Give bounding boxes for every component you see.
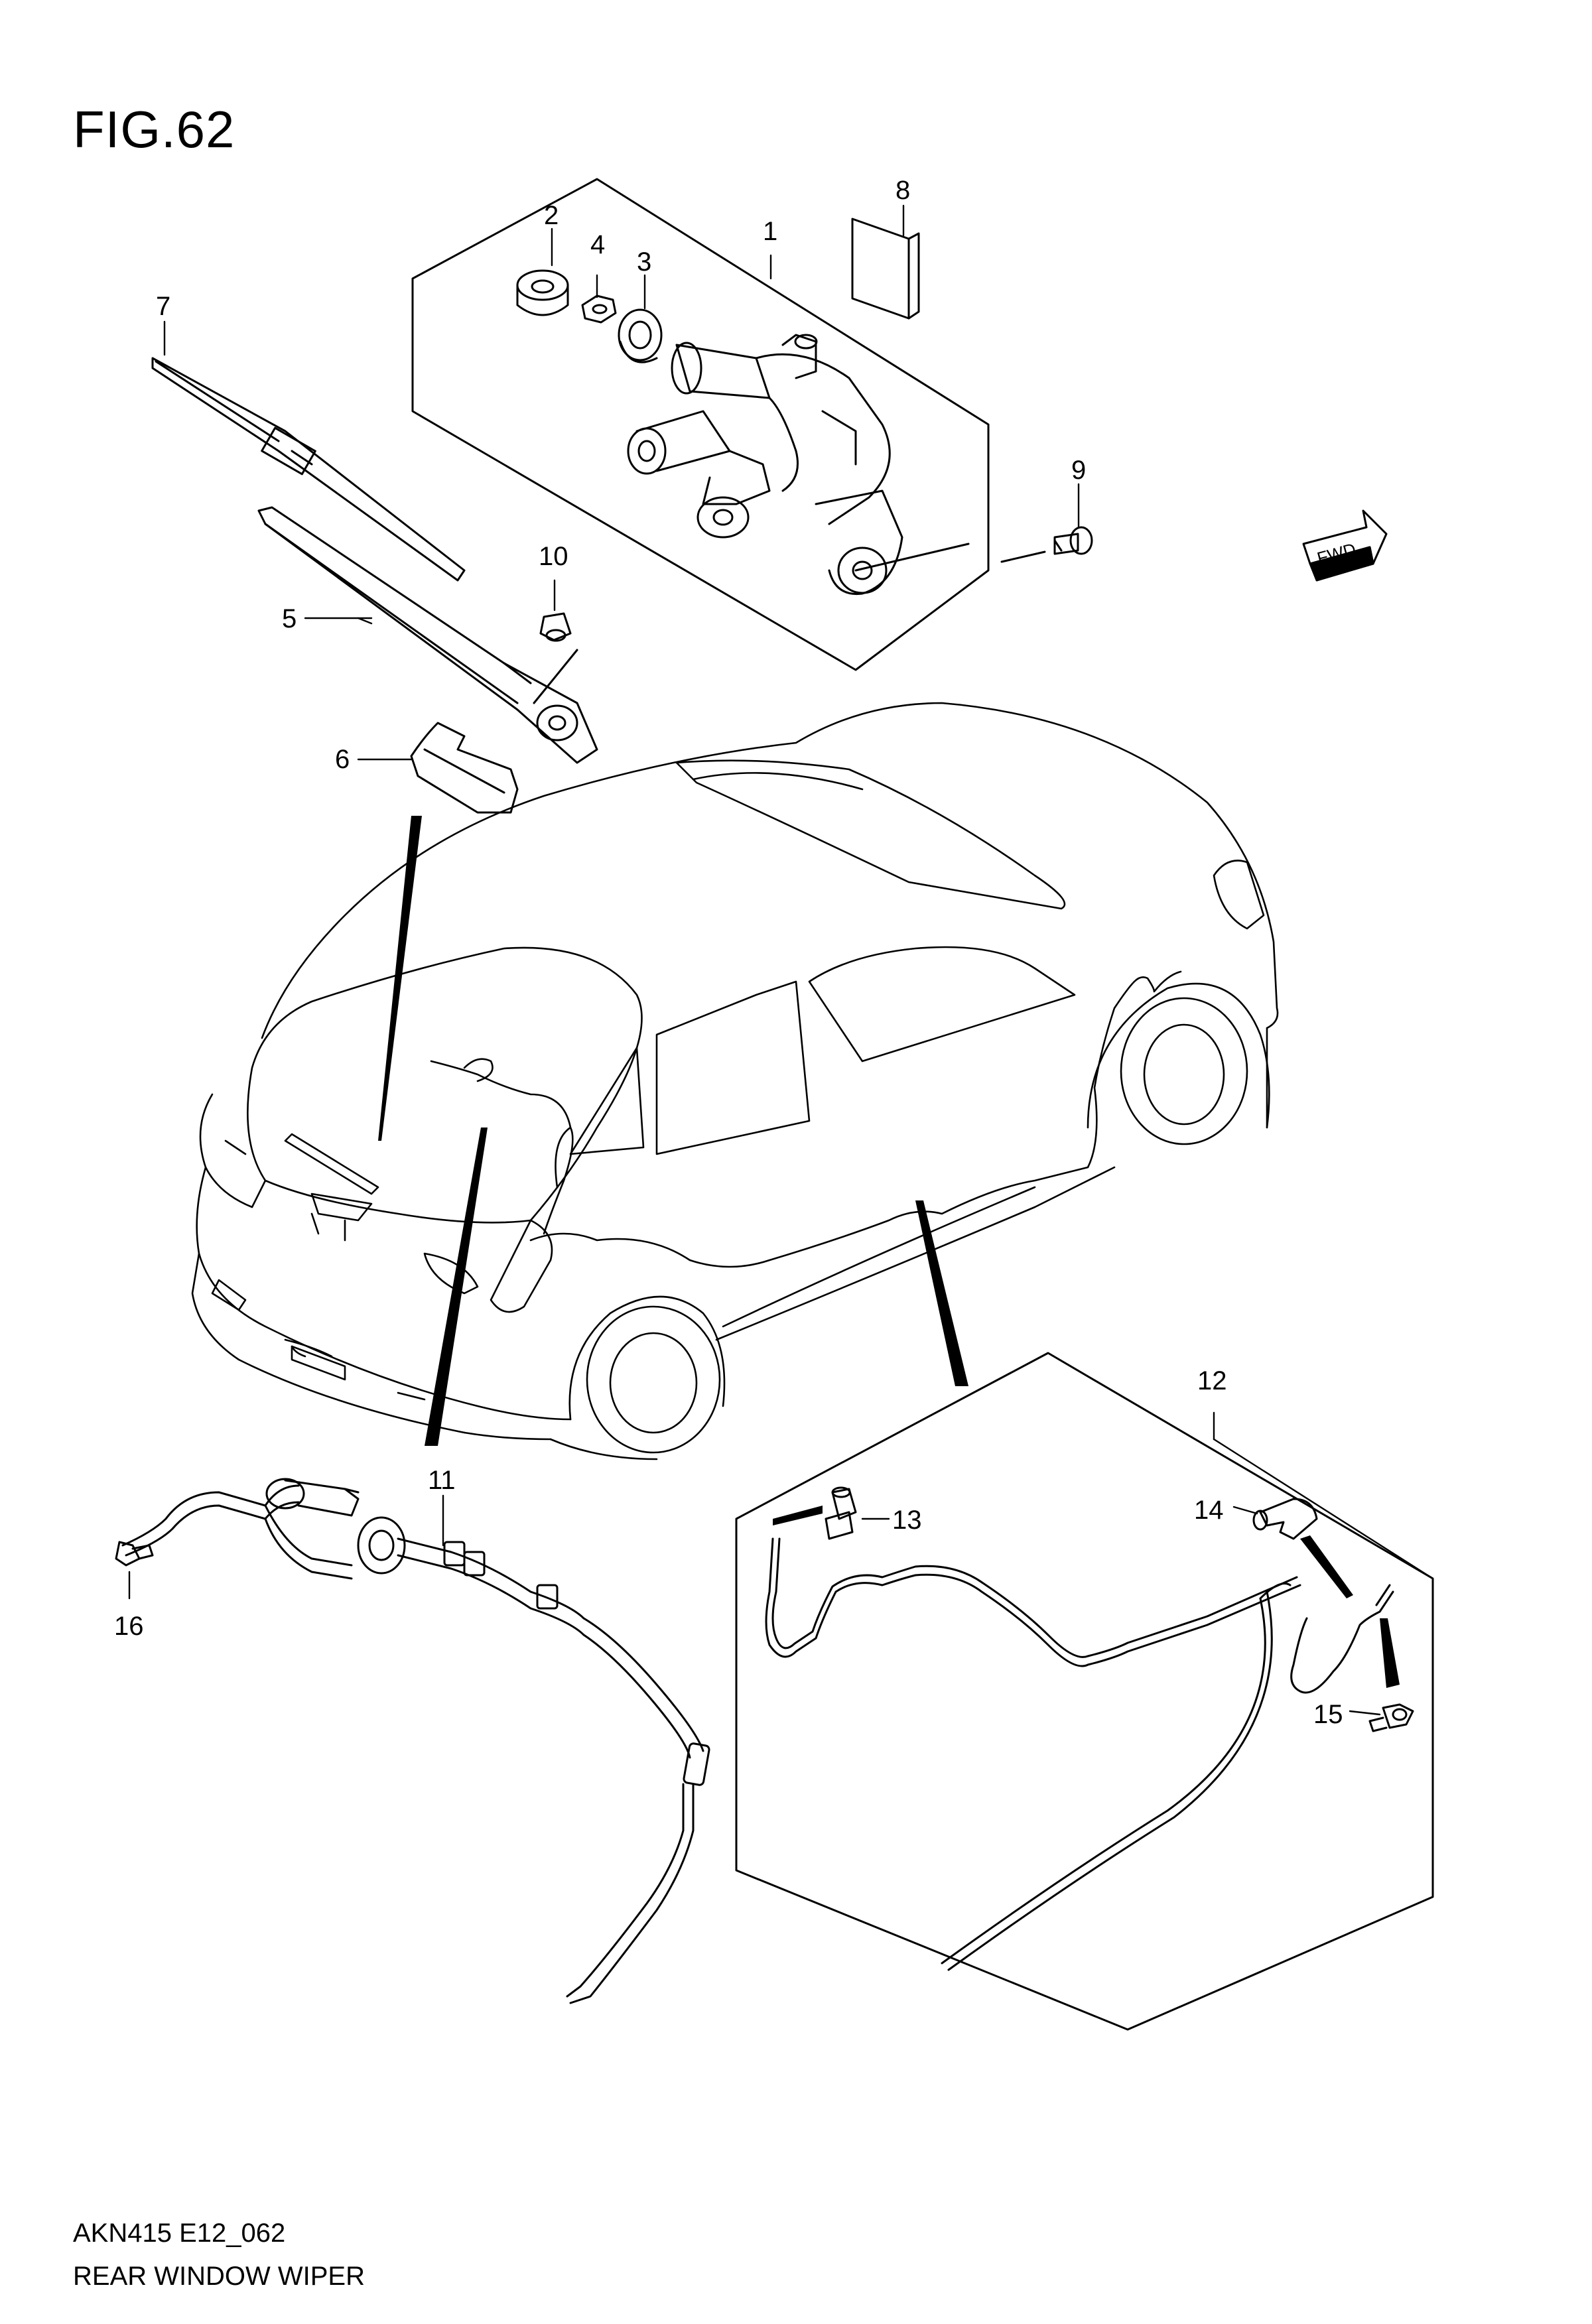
fwd-arrow-icon (1302, 509, 1388, 582)
clip-part-15 (1368, 1703, 1414, 1732)
wiper-arm-part (257, 506, 598, 764)
leader-wedge-15 (1380, 1618, 1400, 1688)
leader-wedge-13 (773, 1506, 823, 1525)
elbow-part-14 (1252, 1498, 1318, 1540)
leader-wedge-14 (1300, 1535, 1353, 1598)
joint-part-13 (825, 1486, 857, 1540)
clip-part-16 (115, 1541, 154, 1567)
vehicle-outline (191, 702, 1279, 1460)
callout-8: 8 (896, 176, 910, 205)
callout-1: 1 (763, 217, 777, 246)
diagram-code: AKN415 E12_062 (73, 2219, 286, 2248)
callout-16: 16 (114, 1612, 144, 1641)
nut-part (581, 294, 617, 324)
front-hose-part (765, 1537, 1394, 1971)
callout-15: 15 (1313, 1700, 1343, 1729)
rear-hose-part (121, 1478, 710, 2004)
callout-2: 2 (544, 201, 559, 230)
diagram-caption: REAR WINDOW WIPER (73, 2262, 365, 2291)
leader-wedge-arm (378, 816, 422, 1141)
motor-group-box (411, 178, 990, 671)
callout-6: 6 (335, 745, 350, 774)
wiper-motor (627, 334, 903, 596)
leader-wedge-hose-12 (915, 1200, 968, 1386)
callout-3: 3 (637, 247, 651, 277)
callout-9: 9 (1071, 456, 1086, 485)
callout-11: 11 (428, 1466, 456, 1495)
callout-7: 7 (156, 292, 170, 321)
callout-12: 12 (1197, 1366, 1227, 1395)
callout-labels: 1 2 3 4 5 6 7 8 9 10 11 12 13 14 15 16 F… (114, 176, 1358, 1729)
bolt-part (1053, 526, 1093, 555)
callout-5: 5 (282, 604, 297, 633)
leader-wedge-hose-11 (425, 1128, 488, 1446)
leader-lines (128, 204, 1434, 1716)
callout-10: 10 (539, 542, 568, 571)
figure-title: FIG.62 (73, 100, 235, 159)
callout-13: 13 (892, 1506, 922, 1535)
washer-part (618, 308, 663, 363)
cap-nut-part (539, 612, 572, 642)
bushing-part (516, 269, 569, 316)
arm-cover-part (410, 722, 519, 814)
hose-group-box (735, 1352, 1434, 2031)
label-card-part (851, 218, 920, 320)
callout-14: 14 (1194, 1496, 1224, 1525)
callout-4: 4 (590, 230, 605, 259)
wiper-blade-part (151, 357, 466, 582)
